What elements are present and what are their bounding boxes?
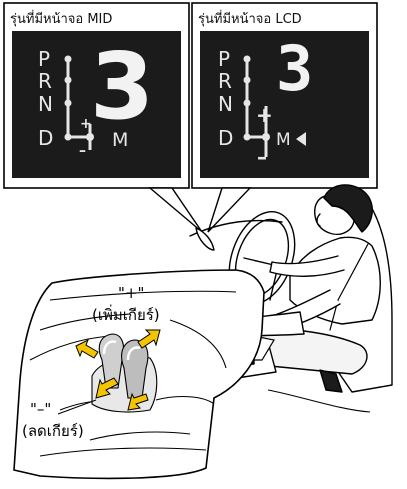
lcd-panel: P R N D + – M 3 (192, 3, 377, 188)
mid-gear-d: D (38, 126, 53, 150)
upshift-description: (เพิ่มเกียร์) (92, 308, 160, 323)
lcd-plus: + (256, 103, 273, 127)
mid-gear-number: 3 (90, 33, 154, 140)
lcd-gear-n: N (218, 92, 233, 116)
lcd-minus: – (257, 145, 267, 169)
lcd-gear-p: P (218, 47, 230, 71)
lcd-gear-d: D (218, 126, 233, 150)
lcd-panel-title: รุ่นที่มีหน้าจอ LCD (198, 8, 302, 29)
mid-minus: – (79, 143, 86, 159)
floor-line (268, 390, 370, 412)
callout-tails (150, 188, 250, 232)
lcd-gear-r: R (218, 69, 232, 93)
mid-gear-r: R (38, 69, 52, 93)
mid-gear-p: P (38, 47, 50, 71)
instrument-hood (196, 228, 214, 250)
mid-panel: P R N D + – M 3 (4, 3, 189, 188)
downshift-description: (ลดเกียร์) (22, 424, 84, 439)
downshift-label: "–" (30, 402, 51, 417)
mid-panel-title: รุ่นที่มีหน้าจอ MID (10, 8, 112, 29)
shifter-callout (14, 270, 274, 478)
upshift-label: "+" (118, 286, 144, 301)
lcd-gear-number: 3 (276, 32, 313, 105)
lcd-manual-label: M (276, 130, 291, 150)
mid-gear-n: N (38, 92, 53, 116)
